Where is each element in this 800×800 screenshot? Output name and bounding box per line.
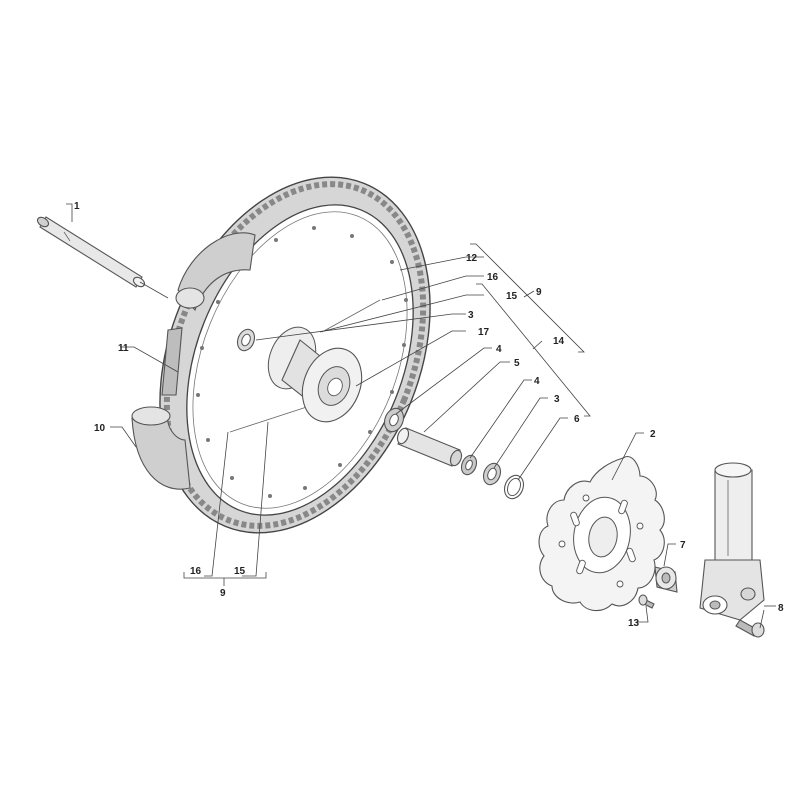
spacer-part-5 — [396, 427, 463, 467]
group-brackets — [183, 243, 591, 586]
callout-12: 12 — [466, 253, 478, 264]
callout-10: 10 — [94, 423, 106, 434]
wheel-assembly — [159, 176, 431, 534]
bolt-part-8 — [735, 619, 765, 638]
brake-disc-part-2 — [538, 456, 665, 612]
callout-3-right: 3 — [554, 394, 560, 405]
callout-3-left: 3 — [468, 310, 474, 321]
callout-8: 8 — [778, 603, 784, 614]
callout-11: 11 — [118, 343, 129, 354]
bearing-part-4-inner — [383, 407, 405, 433]
callout-16-top: 16 — [487, 272, 499, 283]
callout-1: 1 — [74, 201, 80, 212]
callout-6: 6 — [574, 414, 580, 425]
axle-part-1 — [36, 216, 146, 288]
inner-tube-part-11 — [161, 232, 256, 396]
callout-15-top: 15 — [506, 291, 518, 302]
callout-2: 2 — [650, 429, 656, 440]
callout-4-inner: 4 — [496, 344, 502, 355]
tire-part-10 — [131, 406, 191, 490]
callout-9-top: 9 — [536, 287, 542, 298]
callout-5: 5 — [514, 358, 520, 369]
callout-15-bottom: 15 — [234, 566, 246, 577]
callout-13: 13 — [628, 618, 640, 629]
bearing-part-4-outer — [460, 454, 478, 476]
callout-14: 14 — [553, 336, 565, 347]
screw-part-13 — [638, 594, 655, 609]
callout-4-outer: 4 — [534, 376, 540, 387]
callout-7: 7 — [680, 540, 686, 551]
callout-17: 17 — [478, 327, 490, 338]
seal-part-6 — [503, 474, 525, 500]
bearing-part-3-left — [236, 328, 256, 352]
bearing-part-3-right — [482, 462, 502, 486]
fork-leg — [699, 462, 765, 621]
callout-labels: 1 2 3 3 4 4 5 6 7 8 9 9 10 11 12 13 14 1… — [74, 201, 784, 629]
leader-lines — [66, 203, 776, 629]
spacer-part-7 — [654, 566, 678, 593]
callout-16-bottom: 16 — [190, 566, 202, 577]
callout-9-bottom: 9 — [220, 588, 226, 599]
